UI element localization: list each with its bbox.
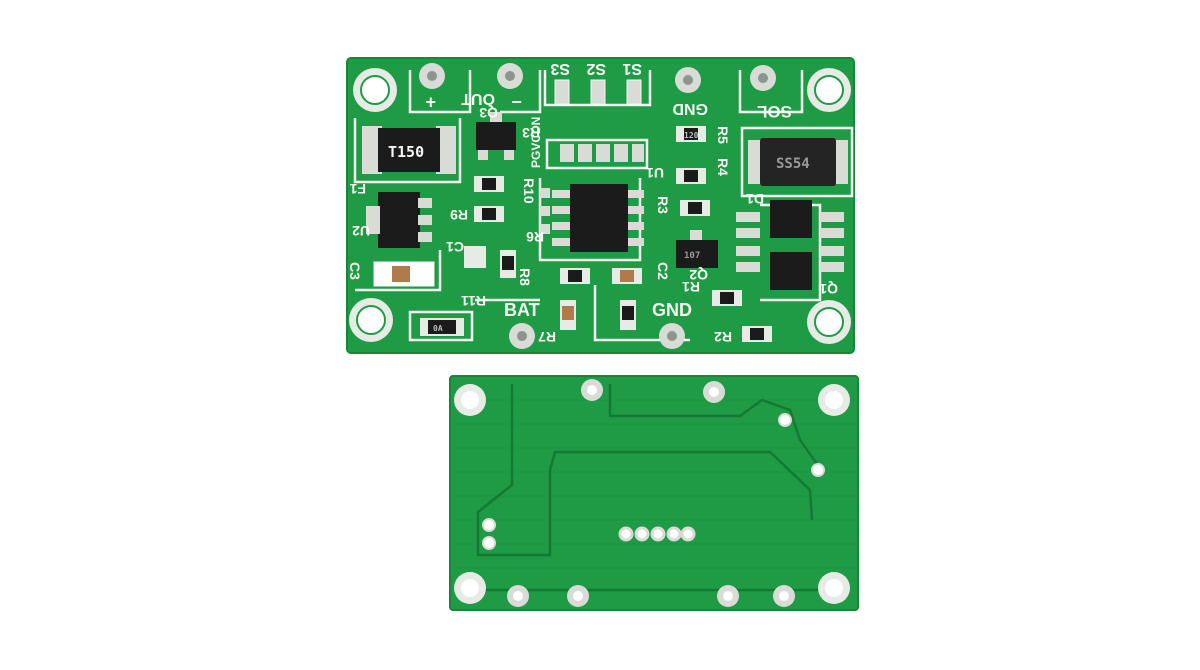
designator-r8: R8	[517, 268, 533, 286]
back-board-substrate	[449, 375, 859, 611]
fuse-component	[362, 126, 456, 174]
designator-f1: F1	[349, 181, 366, 197]
fuse-marking: T150	[388, 143, 424, 161]
designator-d1: D1	[746, 191, 764, 207]
label-sol: SOL	[757, 102, 792, 121]
designator-c1: C1	[446, 239, 464, 255]
passive-components	[373, 126, 772, 342]
back-mounting-holes	[454, 384, 850, 604]
mosfet-marking: 107	[684, 251, 700, 261]
resistor-marking-b: 0A	[433, 324, 443, 333]
front-pcb-board: S3 S2 S1 OUT + − GND SOL BAT GND T150 SS…	[346, 57, 855, 354]
designator-c2: C2	[655, 262, 671, 280]
designator-q3: Q3	[479, 105, 498, 121]
back-pcb-board	[449, 375, 859, 611]
designator-r4: R4	[715, 158, 731, 176]
transistor-q2	[676, 230, 718, 268]
label-s2: S2	[586, 60, 606, 77]
designator-r6: R6	[526, 229, 544, 245]
designator-u2: U2	[352, 223, 370, 239]
silkscreen-outlines	[353, 70, 854, 342]
designator-q2: Q2	[689, 267, 708, 283]
front-silkscreen-labels: S3 S2 S1 OUT + − GND SOL BAT GND T150 SS…	[347, 60, 838, 345]
label-s3: S3	[550, 60, 570, 77]
back-board-texture	[452, 399, 856, 569]
main-ic-chip	[552, 184, 644, 252]
designator-r3: R3	[522, 125, 540, 141]
voltage-regulator	[366, 192, 432, 248]
back-header-pins	[618, 526, 696, 542]
designator-r10: R10	[521, 178, 537, 204]
designator-r3b: R3	[655, 196, 671, 214]
label-bat: BAT	[504, 300, 540, 320]
label-s1: S1	[622, 60, 642, 77]
label-gnd-bottom: GND	[652, 300, 692, 320]
switch-pads	[554, 79, 642, 105]
label-gnd-top: GND	[672, 100, 708, 117]
designator-r2: R2	[714, 329, 732, 345]
front-mounting-holes	[349, 68, 851, 344]
diode-component	[748, 138, 848, 186]
front-solder-pads	[419, 63, 776, 349]
designator-r7: R7	[538, 329, 556, 345]
diode-marking: SS54	[776, 156, 810, 172]
label-minus: −	[511, 92, 522, 112]
designator-r5: R5	[715, 126, 731, 144]
designator-r11: R11	[461, 293, 486, 309]
header-pin-row	[560, 144, 644, 162]
resistor-marking-a: 120	[684, 131, 699, 140]
designator-pgvcdn: PGVCDN	[529, 117, 543, 168]
transistor-q3	[476, 112, 516, 160]
label-plus: +	[425, 92, 436, 112]
back-solder-pads	[482, 379, 825, 607]
label-out: OUT	[461, 90, 495, 107]
designator-q1: Q1	[819, 281, 838, 297]
designator-c3: C3	[347, 262, 363, 280]
designator-r9: R9	[450, 207, 468, 223]
designator-r1: R1	[682, 279, 700, 295]
designator-u1: U1	[646, 165, 664, 181]
mosfet-pair	[736, 200, 844, 290]
